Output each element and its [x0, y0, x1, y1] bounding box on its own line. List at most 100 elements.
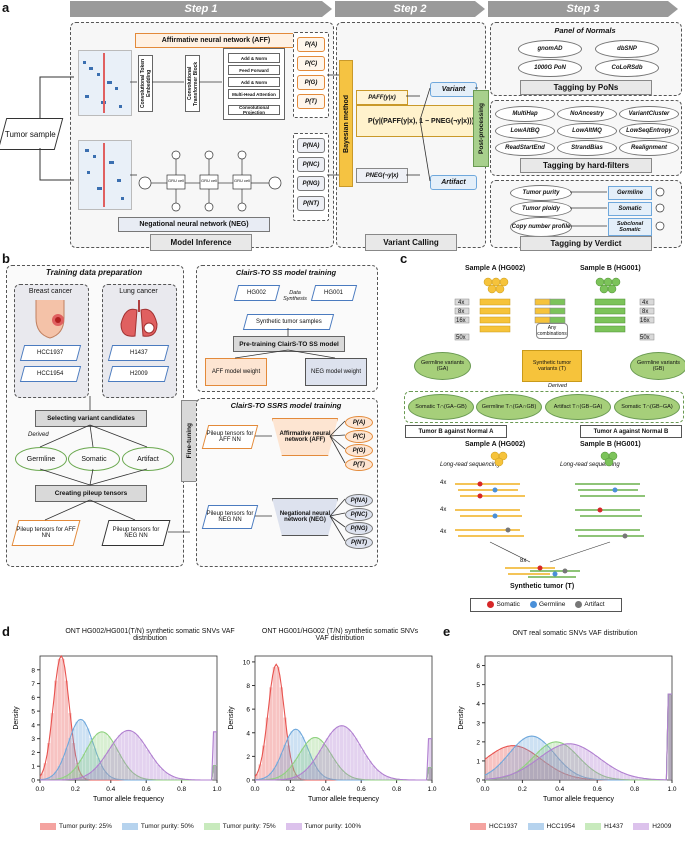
step-3-label: Step 3	[566, 3, 600, 15]
legend-d-1: Tumor purity: 50%	[121, 823, 194, 830]
hist-bar	[347, 775, 351, 780]
hist-bar	[107, 736, 111, 780]
hist-bar	[311, 761, 315, 780]
hist-bar	[642, 778, 646, 780]
hist-bar	[170, 776, 175, 780]
hist-bar	[64, 680, 69, 780]
hist-bar	[315, 755, 319, 780]
hist-bar	[548, 765, 553, 780]
verdict-subclonal: Subclonal Somatic	[608, 218, 652, 236]
c-read-cov-0: 4x	[440, 480, 447, 486]
hist-bar	[567, 775, 571, 780]
aff-pileup-image	[78, 50, 132, 116]
hist-bar	[71, 770, 76, 780]
hist-bar	[82, 776, 86, 780]
hist-bar	[290, 777, 294, 780]
hist-bar	[318, 750, 322, 780]
hist-bar	[322, 744, 326, 780]
c-cov-a-3: 50x	[456, 335, 466, 341]
hist-bar	[526, 736, 530, 780]
panel-a-label: a	[2, 0, 10, 15]
hist-bar	[668, 694, 672, 780]
hist-bar	[117, 735, 122, 780]
hist-bar	[578, 775, 582, 780]
c-synth: Synthetic tumor variants (T)	[522, 350, 582, 382]
hist-bar	[149, 755, 153, 780]
hist-bar	[121, 732, 125, 780]
hist-bar	[589, 752, 594, 780]
y-tick-label: 6	[246, 707, 250, 714]
y-tick-label: 2	[476, 739, 480, 746]
hist-bar	[276, 667, 280, 780]
breast-label: Breast cancer	[28, 288, 73, 295]
c-read-cov-3: 8x	[520, 558, 527, 564]
hist-bar	[488, 778, 493, 780]
hist-bar	[71, 728, 76, 780]
hist-bar	[485, 757, 489, 780]
hist-bar	[43, 763, 47, 780]
legend-e-1: HCC1954	[527, 823, 575, 830]
hist-bar	[265, 717, 269, 780]
hist-bar	[40, 773, 44, 780]
ssrs-neg-out-0: P(NA)	[345, 494, 373, 507]
hist-bar	[64, 748, 69, 780]
lung-label: Lung cancer	[119, 288, 158, 295]
hist-bar	[336, 765, 340, 780]
hist-bar	[47, 777, 51, 780]
hist-bar	[522, 738, 526, 780]
hist-bar	[571, 776, 575, 780]
hist-bar	[315, 768, 319, 780]
hist-bar	[582, 762, 586, 780]
hist-bar	[600, 760, 605, 780]
hist-bar	[93, 768, 97, 780]
hist-bar	[174, 777, 178, 780]
c-cov-b-1: 8x	[642, 309, 649, 315]
hist-bar	[128, 730, 132, 780]
hist-bar	[350, 733, 354, 780]
hist-bar	[585, 750, 590, 780]
hist-bar	[78, 773, 83, 780]
hist-bar	[96, 758, 100, 780]
filter-5: LowSeqEntropy	[619, 123, 679, 139]
hist-bar	[541, 741, 545, 780]
aff-conv-projection: Convolutional Projection	[228, 105, 280, 115]
hist-bar	[86, 747, 90, 780]
y-tick-label: 7	[31, 681, 35, 688]
hist-bar	[582, 748, 586, 780]
aff-token-embedding: Convolutional Token Embedding	[138, 55, 153, 112]
hist-bar	[96, 732, 100, 780]
hist-bar	[563, 745, 567, 780]
hist-bar	[552, 748, 556, 780]
hist-bar	[146, 749, 150, 780]
hist-bar	[357, 744, 361, 780]
hist-bar	[308, 765, 312, 780]
variant-calling-label: Variant Calling	[365, 234, 457, 251]
hist-bar	[559, 761, 564, 780]
y-tick-label: 2	[31, 750, 35, 757]
hist-bar	[283, 717, 287, 780]
hist-bar	[499, 777, 504, 780]
hist-bar	[110, 777, 115, 780]
c-cov-a-2: 16x	[456, 318, 466, 324]
hist-bar	[593, 755, 597, 780]
y-tick-label: 4	[476, 701, 480, 708]
ssrs-neg-nn: Negational neural network (NEG)	[272, 498, 338, 536]
hist-bar	[499, 761, 504, 780]
hist-bar	[297, 754, 301, 780]
hist-bar	[325, 778, 330, 780]
hist-bar	[385, 776, 390, 780]
hist-bar	[585, 766, 590, 780]
hist-bar	[347, 729, 351, 780]
c-cov-a-1: 8x	[458, 309, 465, 315]
x-tick-label: 0.6	[357, 786, 366, 793]
hist-bar	[503, 757, 508, 780]
hist-bar	[178, 778, 182, 780]
aff-out-g: P(G)	[297, 75, 325, 90]
verdict-somatic: Somatic	[608, 202, 652, 216]
y-tick-label: 5	[476, 682, 480, 689]
c-sample-b2: Sample B (HG001)	[580, 441, 641, 448]
y-tick-label: 1	[476, 758, 480, 765]
y-tick-label: 10	[243, 659, 251, 666]
hist-bar	[75, 765, 79, 780]
